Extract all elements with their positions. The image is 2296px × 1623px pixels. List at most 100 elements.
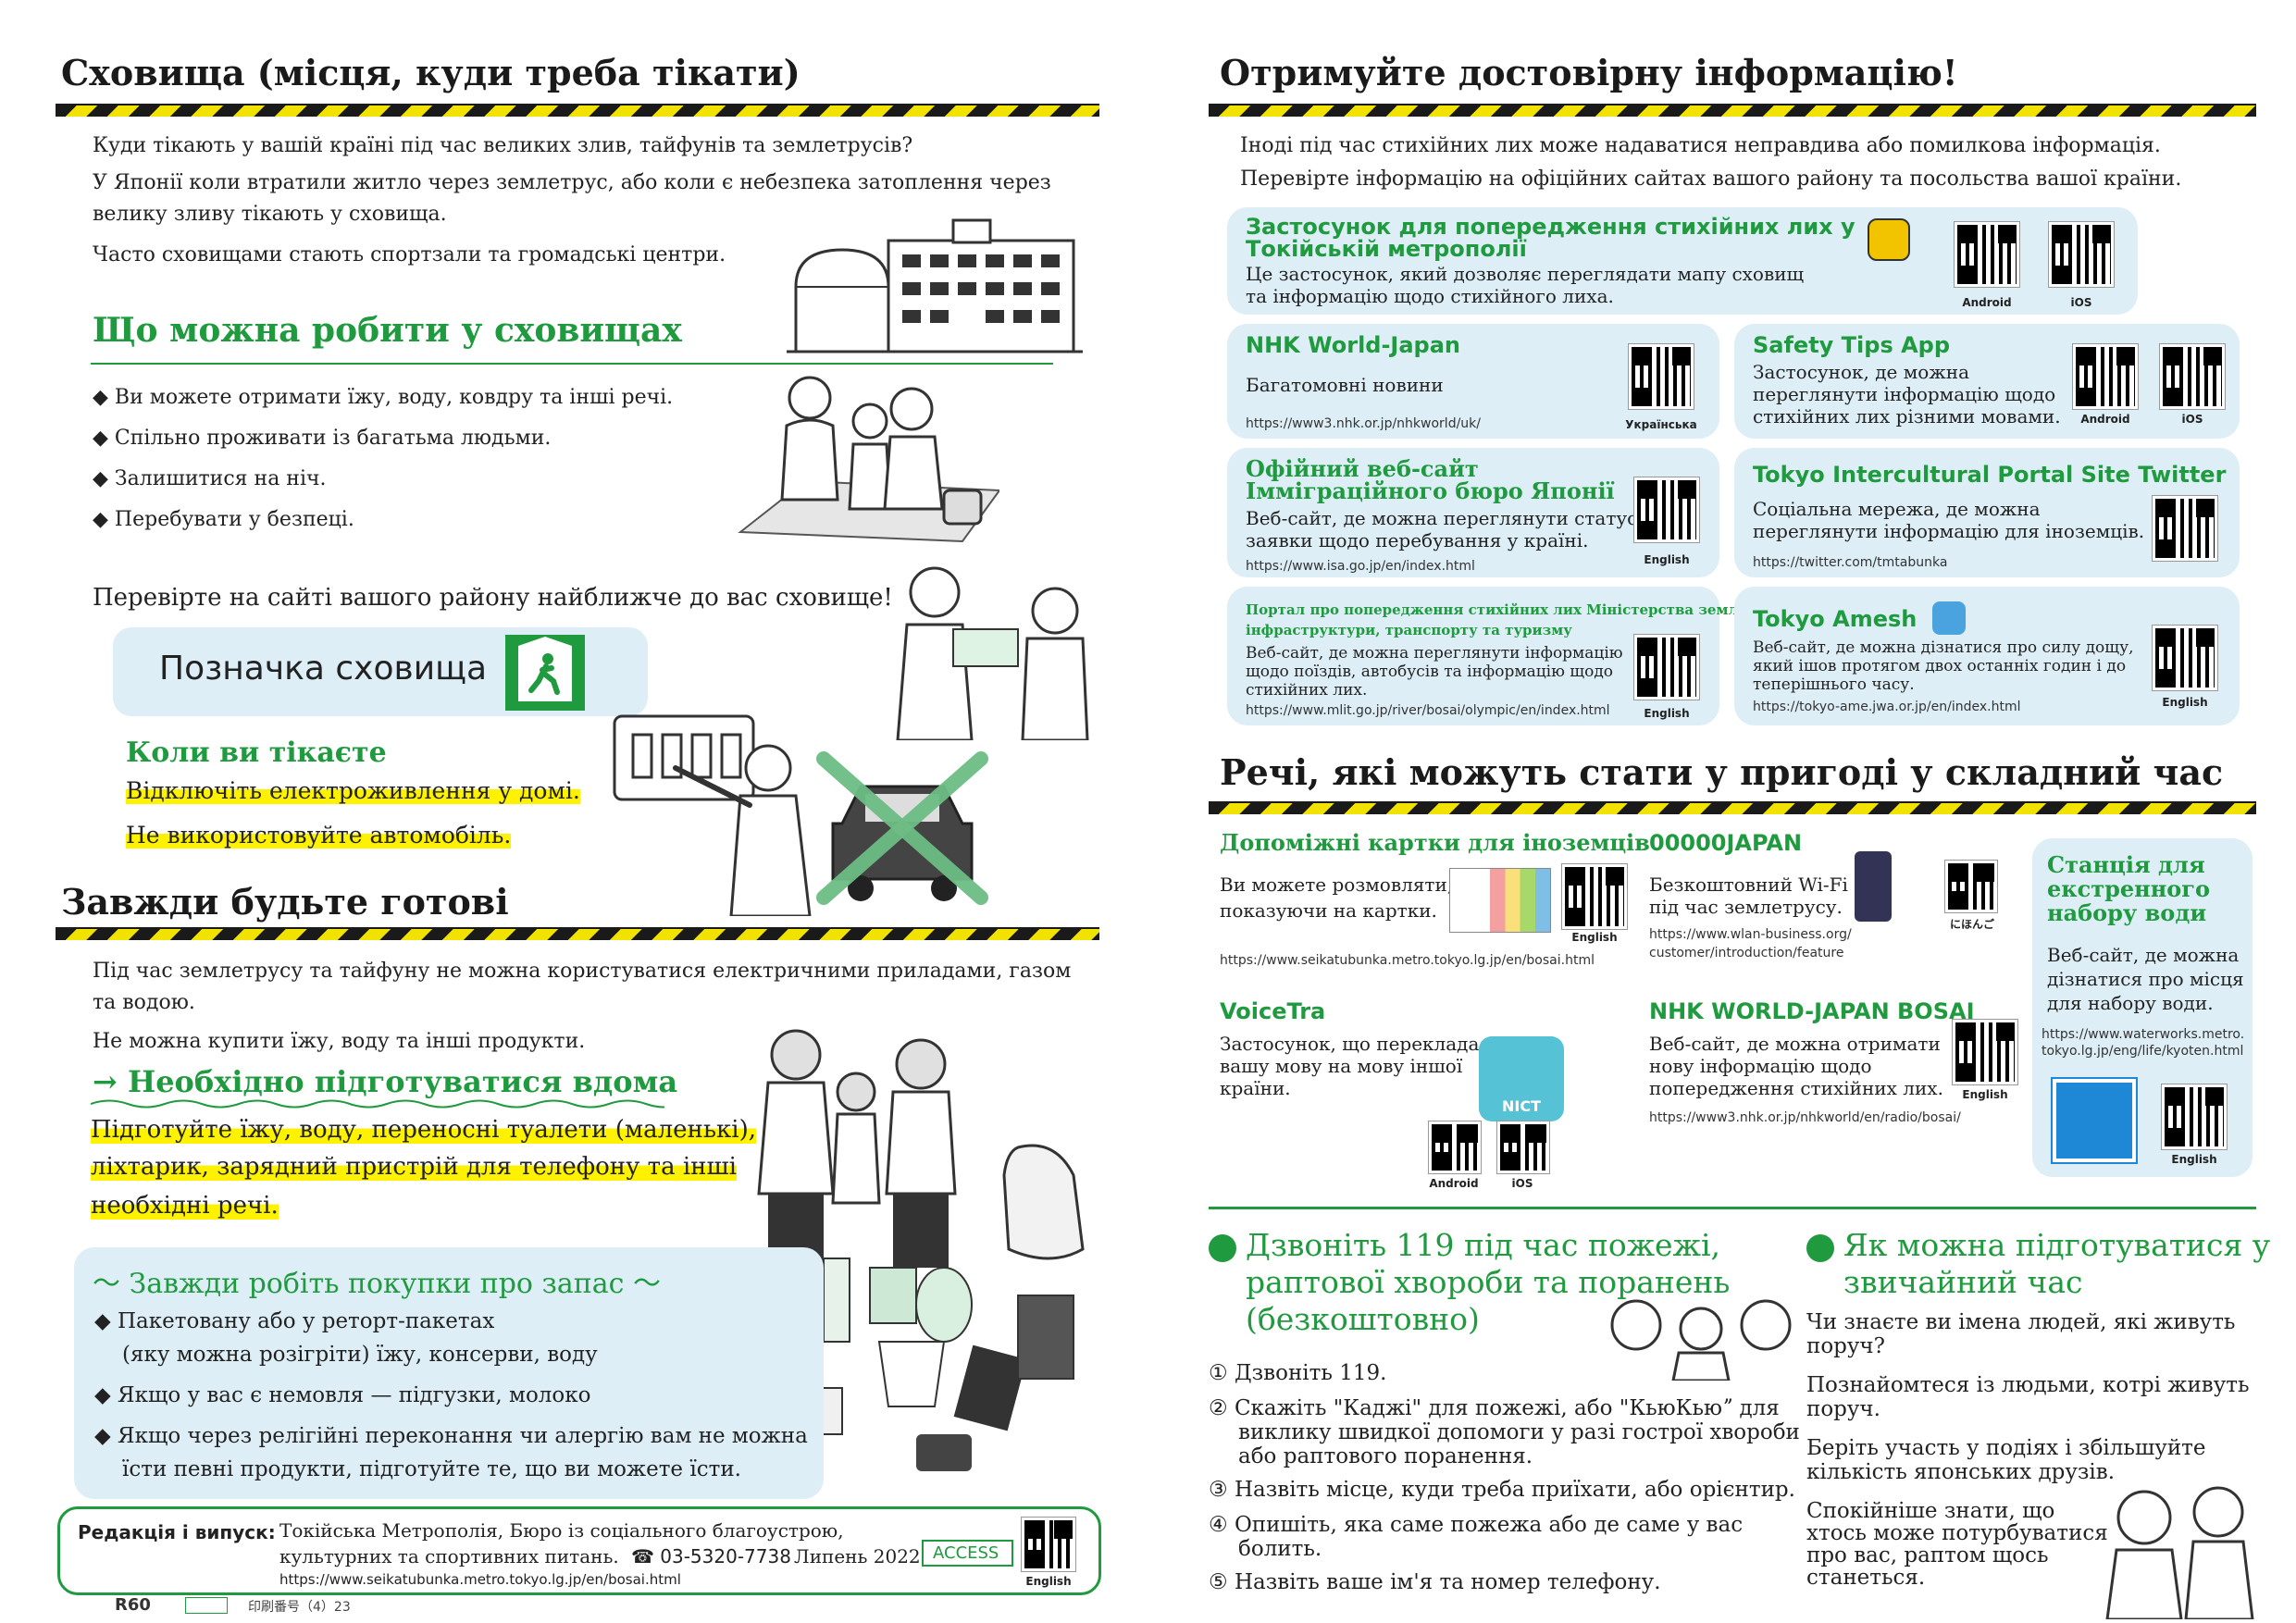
voicetra-qr-android-label: Android	[1429, 1177, 1479, 1190]
escape-item-1-text: Відключіть електроживлення у домі.	[126, 777, 580, 804]
prepare-p2b: поруч.	[1806, 1397, 1880, 1421]
can-do-item: Перебувати у безпеці.	[93, 500, 673, 540]
bottom-divider	[1209, 1207, 2256, 1209]
call-step-2c: або раптового поранення.	[1238, 1444, 1533, 1468]
twitter-url[interactable]: https://twitter.com/tmtabunka	[1753, 555, 1948, 570]
call-step-1-num: ①	[1209, 1361, 1228, 1385]
publisher-label: Редакція і випуск:	[78, 1521, 276, 1543]
immigration-title-2: Імміграційного бюро Японії	[1246, 477, 1615, 504]
amesh-qr[interactable]	[2152, 625, 2218, 691]
safety-tips-qr-android[interactable]	[2072, 343, 2139, 410]
amesh-desc-3: теперішнього часу.	[1753, 675, 1915, 694]
amesh-desc-2: який ішов протягом двох останніх годин і…	[1753, 657, 2127, 675]
wifi-qr[interactable]	[1944, 860, 1998, 913]
stock-item-1a: ◆ Пакетовану або у реторт-пакетах	[94, 1309, 495, 1333]
call-step-3-text: Назвіть місце, куди треба приїхати, або …	[1234, 1478, 1795, 1502]
prepare-bullet-icon	[1806, 1234, 1834, 1262]
stock-item-1b: (яку можна розігріти) їжу, консерви, вод…	[122, 1343, 598, 1367]
prepare-title-2: звичайний час	[1843, 1264, 2083, 1300]
tokyo-app-qr-ios[interactable]	[2048, 221, 2115, 288]
bosai-qr[interactable]	[1952, 1019, 2018, 1085]
twitter-title: Tokyo Intercultural Portal Site Twitter	[1753, 462, 2227, 488]
cards-url[interactable]: https://www.seikatubunka.metro.tokyo.lg.…	[1220, 953, 1595, 968]
useful-title: Речі, які можуть стати у пригоді у склад…	[1220, 751, 2224, 793]
cards-qr[interactable]	[1561, 863, 1628, 930]
shelters-p3: Часто сховищами стають спортзали та гром…	[93, 243, 726, 266]
wifi-desc-1: Безкоштовний Wi-Fi	[1649, 873, 1848, 896]
info-p2: Перевірте інформацію на офіційних сайтах…	[1240, 167, 2182, 191]
safety-tips-qr-ios-label: iOS	[2181, 413, 2203, 426]
nhk-title: NHK World-Japan	[1246, 332, 1461, 358]
publisher-qr[interactable]	[1021, 1517, 1076, 1572]
prepare-p4b: хтось може потурбуватися	[1806, 1521, 2108, 1545]
useful-rule	[1209, 801, 2256, 804]
safety-tips-qr-android-label: Android	[2080, 413, 2130, 426]
immigration-qr[interactable]	[1633, 477, 1700, 543]
tokyo-app-qr-android[interactable]	[1954, 221, 2020, 288]
prepare-p2a: Познайомтеся із людьми, котрі живуть	[1806, 1373, 2250, 1397]
print-number: 印刷番号（4）23	[248, 1600, 351, 1615]
publisher-url[interactable]: https://www.seikatubunka.metro.tokyo.lg.…	[279, 1571, 681, 1588]
immigration-url[interactable]: https://www.isa.go.jp/en/index.html	[1246, 559, 1475, 574]
voicetra-qr-android[interactable]	[1428, 1121, 1482, 1174]
nhk-qr-label: Українська	[1625, 418, 1697, 431]
call-bullet-icon	[1209, 1234, 1236, 1262]
wifi-url-1[interactable]: https://www.wlan-business.org/	[1649, 927, 1852, 942]
call-step-2b: виклику швидкої допомоги у разі гострої …	[1238, 1420, 1800, 1444]
shelters-p1: Куди тікають у вашій країні під час вели…	[93, 134, 913, 157]
safety-tips-qr-ios[interactable]	[2159, 343, 2226, 410]
publisher-phone: ☎ 03-5320-7738	[631, 1545, 791, 1567]
wifi-url-2[interactable]: customer/introduction/feature	[1649, 946, 1844, 960]
stock-item-2: ◆ Якщо у вас є немовля — підгузки, молок…	[94, 1383, 591, 1407]
amesh-url[interactable]: https://tokyo-ame.jwa.or.jp/en/index.htm…	[1753, 700, 2021, 714]
water-station-url-1[interactable]: https://www.waterworks.metro.	[2042, 1027, 2245, 1042]
stock-item-3a-text: Якщо через релігійні переконання чи алер…	[118, 1424, 808, 1448]
escape-item-2-text: Не використовуйте автомобіль.	[126, 822, 512, 849]
nhk-url[interactable]: https://www3.nhk.or.jp/nhkworld/uk/	[1246, 416, 1481, 431]
info-rule	[1209, 104, 2256, 106]
amesh-qr-label: English	[2162, 696, 2208, 709]
power-switch-illustration	[613, 714, 812, 916]
amesh-title: Tokyo Amesh	[1753, 606, 1917, 632]
amesh-icon	[1932, 601, 1966, 635]
twitter-qr[interactable]	[2152, 495, 2218, 562]
can-do-item: Залишитися на ніч.	[93, 459, 673, 500]
nhk-qr[interactable]	[1628, 343, 1694, 410]
mlit-url[interactable]: https://www.mlit.go.jp/river/bosai/olymp…	[1246, 703, 1610, 718]
cards-desc-1: Ви можете розмовляти,	[1220, 873, 1454, 896]
publisher-qr-label: English	[1025, 1575, 1072, 1588]
emergency-exit-icon	[505, 635, 585, 711]
mlit-desc-1: Веб-сайт, де можна переглянути інформаці…	[1246, 644, 1623, 663]
r60-logo: R60	[115, 1595, 151, 1615]
call-title-2: раптової хвороби та поранень	[1246, 1264, 1731, 1300]
publisher-box	[57, 1506, 1101, 1595]
info-title: Отримуйте достовірну інформацію!	[1220, 52, 1958, 93]
tokyo-app-title-1: Застосунок для попередження стихійних ли…	[1246, 214, 1855, 240]
call-step-3: ③ Назвіть місце, куди треба приїхати, аб…	[1209, 1477, 1795, 1503]
call-step-1: ① Дзвоніть 119.	[1209, 1360, 1386, 1386]
tokyo-app-qr-ios-label: iOS	[2070, 296, 2092, 309]
recycle-mark	[185, 1597, 228, 1614]
bosai-desc-1: Веб-сайт, де можна отримати	[1649, 1033, 1941, 1055]
water-station-qr[interactable]	[2161, 1084, 2228, 1150]
call-step-5-num: ⑤	[1209, 1570, 1228, 1594]
call-step-5: ⑤ Назвіть ваше ім'я та номер телефону.	[1209, 1569, 1661, 1595]
access-link[interactable]: ACCESS	[922, 1540, 1014, 1567]
call-step-4-num: ④	[1209, 1513, 1228, 1537]
call-step-2a: ② Скажіть "Каджі" для пожежі, або "КьюКь…	[1209, 1395, 1780, 1421]
can-do-title: Що можна робити у сховищах	[93, 311, 682, 350]
signing-illustration	[896, 566, 1089, 740]
bosai-desc-3: попередження стихійних лих.	[1649, 1077, 1943, 1099]
prepare-p3a: Беріть участь у подіях і збільшуйте	[1806, 1436, 2206, 1460]
voicetra-qr-ios[interactable]	[1496, 1121, 1550, 1174]
safety-tips-panel	[1734, 324, 2240, 439]
water-station-url-2[interactable]: tokyo.lg.jp/eng/life/kyoten.html	[2042, 1044, 2244, 1059]
ready-p1a: Під час землетрусу та тайфуну не можна к…	[93, 960, 1072, 983]
bosai-url[interactable]: https://www3.nhk.or.jp/nhkworld/en/radio…	[1649, 1110, 1961, 1125]
publisher-line1: Токійська Метрополія, Бюро із соціальног…	[279, 1519, 844, 1542]
home-prep-3: необхідні речі.	[91, 1192, 279, 1220]
tokyo-app-desc-1: Це застосунок, який дозволяє переглядати…	[1246, 263, 1805, 285]
tokyo-app-title-2: Токійській метрополії	[1246, 236, 1527, 262]
mlit-qr[interactable]	[1633, 634, 1700, 700]
home-prep-title: → Необхідно підготуватися вдома	[93, 1064, 678, 1099]
